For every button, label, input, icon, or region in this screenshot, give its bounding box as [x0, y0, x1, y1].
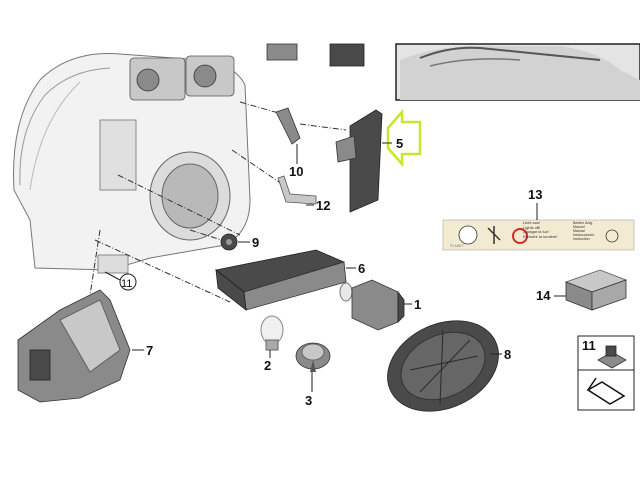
warning-line: ¡Apagar la luz!	[523, 229, 549, 234]
callout-12: 12	[306, 198, 330, 213]
control-unit-5	[335, 109, 383, 213]
svg-text:14: 14	[536, 288, 551, 303]
warning-line: Eteindre la lumière!	[523, 233, 558, 239]
callout-7: 7	[132, 343, 153, 358]
bulb-2	[260, 315, 284, 351]
svg-text:5: 5	[396, 136, 403, 151]
svg-text:8: 8	[504, 347, 511, 362]
manual-line: Manual	[573, 229, 585, 233]
nav-arrow-box[interactable]	[577, 369, 635, 411]
manual-line: Instrucciones	[573, 233, 595, 237]
label-code: 71 100 7	[450, 244, 464, 248]
svg-text:13: 13	[528, 187, 542, 202]
grommet-9	[220, 233, 238, 251]
svg-text:2: 2	[264, 358, 271, 373]
top-parts	[266, 43, 365, 67]
svg-text:1: 1	[414, 297, 421, 312]
callout-1: 1	[404, 297, 421, 312]
bracket-10	[275, 107, 301, 145]
svg-text:3: 3	[305, 393, 312, 408]
warning-label-text: Licht aus! Lights off! ¡Apagar la luz! E…	[523, 220, 571, 239]
cover-cap-8	[387, 320, 499, 412]
svg-text:7: 7	[146, 343, 153, 358]
socket-3	[295, 342, 331, 372]
inset-photo	[395, 43, 640, 101]
warning-label-13	[442, 219, 635, 251]
manual-line: Instruction	[573, 237, 590, 241]
callout-5: 5	[382, 136, 403, 151]
manual-line: Beiden Anlg.	[573, 221, 594, 225]
warning-line: Lights off!	[523, 224, 541, 230]
part-box-11: 11	[577, 335, 635, 371]
headlight-housing	[13, 53, 251, 274]
svg-text:11: 11	[582, 338, 596, 353]
callout-13: 13	[528, 187, 542, 220]
callout-2: 2	[264, 350, 271, 373]
svg-text:11: 11	[121, 278, 132, 290]
manual-label-text: Beiden Anlg. Manuel Manual Instrucciones…	[573, 221, 613, 241]
svg-text:12: 12	[316, 198, 330, 213]
warning-line: Licht aus!	[523, 220, 541, 225]
highlight-arrow	[386, 108, 422, 168]
callout-8: 8	[490, 347, 511, 362]
kit-box-14	[564, 269, 628, 311]
callout-11-circled: 11	[104, 271, 137, 291]
svg-text:10: 10	[289, 164, 303, 179]
bulb-module-1	[339, 279, 405, 331]
bracket-7	[17, 289, 131, 403]
manual-line: Manuel	[573, 225, 585, 229]
svg-text:9: 9	[252, 235, 259, 250]
svg-text:6: 6	[358, 261, 365, 276]
ballast-6	[215, 249, 347, 311]
clip-12	[277, 175, 317, 205]
callout-9: 9	[238, 235, 259, 250]
callout-14: 14	[536, 288, 566, 303]
callout-3: 3	[305, 372, 313, 408]
callout-10: 10	[289, 144, 303, 179]
callout-6: 6	[346, 261, 365, 276]
